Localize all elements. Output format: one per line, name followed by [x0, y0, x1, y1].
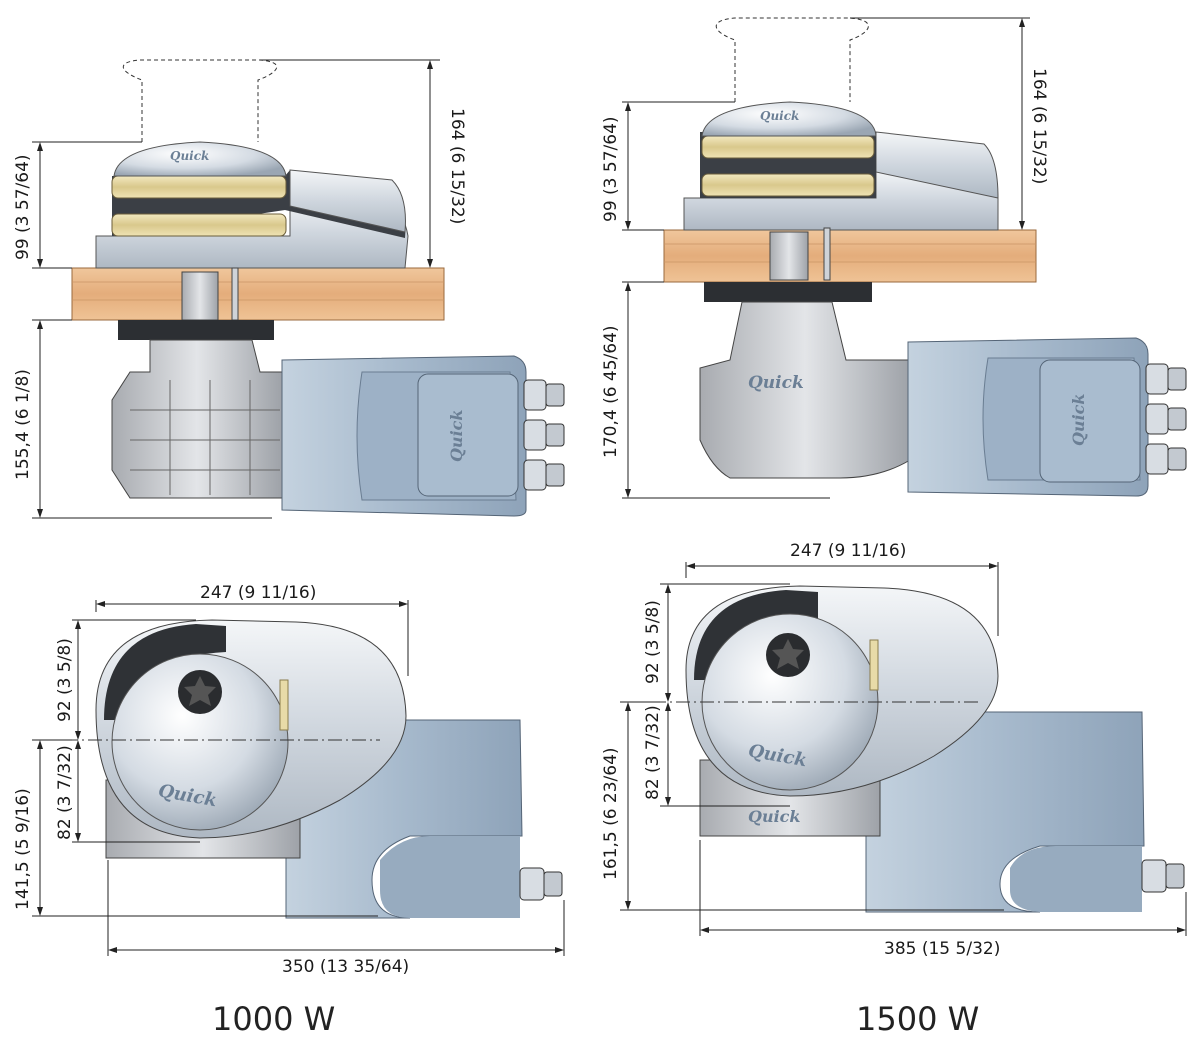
dome-logo: Quick [760, 109, 799, 123]
mounting-flange [704, 282, 872, 302]
plan-view-1500: Quick Quick 247 (9 11/16) 92 (3 5/8) 82 … [601, 541, 1187, 1038]
dim-1500-plan-width: 247 (9 11/16) [790, 541, 906, 561]
dim-1000-plan-width: 247 (9 11/16) [200, 583, 316, 603]
dim-1000-plan-upper: 92 (3 5/8) [55, 638, 75, 722]
gearbox-logo: Quick [748, 807, 800, 826]
gearbox-logo: Quick [748, 373, 804, 393]
motor-cover-plate [417, 373, 519, 497]
mounting-flange [118, 320, 274, 340]
motor-logo: Quick [1069, 394, 1088, 446]
caption-1500w: 1500 W [856, 1000, 979, 1038]
dim-1500-plan-upper: 92 (3 5/8) [643, 600, 663, 684]
capstan-outline-dashed [122, 59, 278, 142]
cable-glands [523, 379, 565, 491]
cable-glands [1145, 363, 1187, 475]
dim-1000-front-total: 164 (6 15/32) [447, 108, 467, 224]
motor-body [865, 711, 1145, 913]
capstan-dome [113, 141, 287, 177]
deck-plank [71, 267, 445, 321]
gypsy-lower [111, 213, 287, 237]
dim-1000-front-top: 99 (3 57/64) [13, 154, 33, 260]
dim-1500-front-below: 170,4 (6 45/64) [601, 325, 621, 458]
motor-cover-plate [1039, 359, 1141, 483]
dim-1000-plan-depth: 141,5 (5 9/16) [13, 788, 33, 910]
dim-1500-front-top: 99 (3 57/64) [601, 116, 621, 222]
dim-1500-plan-depth: 161,5 (6 23/64) [601, 747, 621, 880]
gypsy-upper [111, 175, 287, 199]
caption-1000w: 1000 W [212, 1000, 335, 1038]
gearbox [699, 301, 911, 479]
dim-1500-plan-lower: 82 (3 7/32) [643, 705, 663, 800]
dim-1000-plan-lower: 82 (3 7/32) [55, 745, 75, 840]
capstan-outline-dashed [715, 17, 869, 102]
dome-logo: Quick [170, 149, 209, 163]
capstan-dome [701, 101, 877, 137]
capstan-drum [111, 653, 289, 831]
gypsy-upper [701, 135, 875, 159]
dim-1500-plan-length: 385 (15 5/32) [884, 939, 1000, 959]
deck-plank [663, 229, 1037, 283]
dim-1500-front-total: 164 (6 15/32) [1029, 68, 1049, 184]
front-view-1500: Quick Quick Quick 99 (3 57/64) 164 (6 15… [601, 17, 1187, 499]
gearbox [111, 339, 283, 499]
front-view-1000: Quick Quick [13, 59, 565, 519]
motor-logo: Quick [447, 410, 466, 462]
dim-1000-front-below: 155,4 (6 1/8) [13, 369, 33, 480]
gypsy-lower [701, 173, 875, 197]
dim-1000-plan-length: 350 (13 35/64) [282, 957, 409, 977]
cable-gland [519, 867, 563, 901]
plan-view-1000: Quick 247 (9 11/16) 92 (3 5/8) 82 (3 7/3… [13, 583, 565, 1038]
cable-gland [1141, 859, 1185, 893]
